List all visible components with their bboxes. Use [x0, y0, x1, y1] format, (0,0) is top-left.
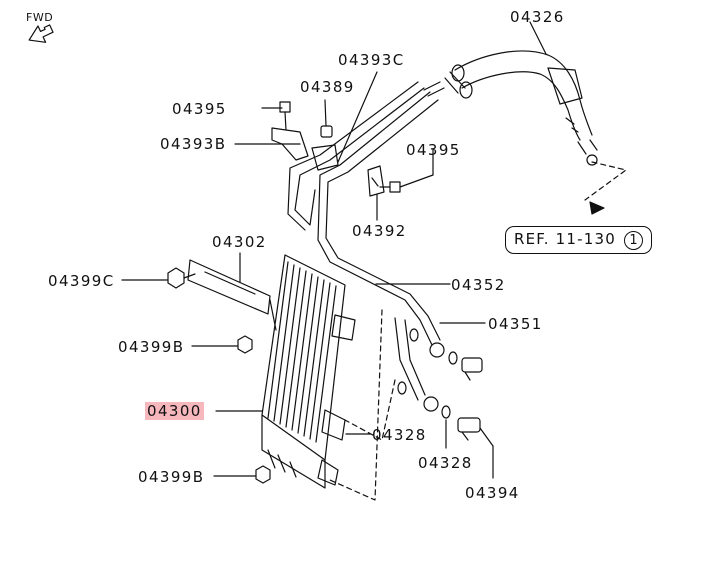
- steel-pipe-04352: [318, 92, 440, 345]
- washer-04328-left-icon: [398, 382, 406, 394]
- nut-04389-icon: [321, 126, 332, 137]
- hollow-bolt-upper-icon: [462, 358, 482, 380]
- washer-04328-right-icon: [442, 406, 450, 418]
- clip-04392: [368, 166, 384, 196]
- bolt-04395-top-icon: [280, 102, 290, 130]
- reference-box: REF. 11-130 1: [505, 226, 652, 254]
- hollow-bolt-04394-icon: [458, 418, 480, 440]
- part-label-04300: 04300: [145, 402, 204, 420]
- steel-pipe-04351: [288, 82, 425, 400]
- bolt-04399c-icon: [168, 268, 195, 288]
- part-label-04399b-upper: 04399B: [118, 338, 185, 356]
- oil-cooler-04300: [262, 255, 355, 488]
- ref-arrow-icon: [590, 202, 604, 214]
- part-label-04393b: 04393B: [160, 135, 227, 153]
- bolt-04399b-lower-icon: [256, 466, 270, 483]
- pipe-end-fittings: [424, 82, 444, 411]
- part-label-04395-top: 04395: [172, 100, 227, 118]
- part-label-04326: 04326: [510, 8, 565, 26]
- fwd-label: FWD: [26, 11, 54, 24]
- part-label-04399c: 04399C: [48, 272, 115, 290]
- bolt-04399b-upper-icon: [238, 336, 252, 353]
- leader-lines: [122, 72, 493, 478]
- part-label-04328-left: 04328: [372, 426, 427, 444]
- part-label-04399b-lower: 04399B: [138, 468, 205, 486]
- part-label-04302: 04302: [212, 233, 267, 251]
- upper-hose-assembly: [445, 51, 597, 165]
- part-label-04392: 04392: [352, 222, 407, 240]
- part-label-04395-right: 04395: [406, 141, 461, 159]
- reference-text: REF. 11-130: [514, 230, 616, 248]
- part-label-04394: 04394: [465, 484, 520, 502]
- cooler-dashed-leaders: [330, 310, 395, 500]
- part-label-04393c: 04393C: [338, 51, 405, 69]
- part-label-04389: 04389: [300, 78, 355, 96]
- part-label-04352: 04352: [451, 276, 506, 294]
- reference-circled-number: 1: [623, 231, 643, 250]
- bracket-04302: [188, 260, 276, 330]
- fwd-arrow-icon: [25, 21, 55, 48]
- reference-dashed-leader: [585, 162, 626, 200]
- part-label-04328-right: 04328: [418, 454, 473, 472]
- washer-upper-icon: [410, 329, 457, 364]
- leader-04326: [530, 22, 546, 54]
- part-label-04351: 04351: [488, 315, 543, 333]
- bracket-04393b: [272, 128, 338, 170]
